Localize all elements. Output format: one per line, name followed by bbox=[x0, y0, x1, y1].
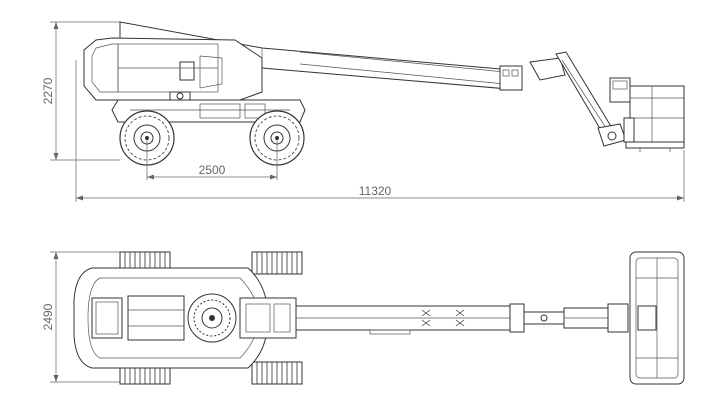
length-dimension: 11320 bbox=[75, 60, 685, 202]
slew-ring bbox=[187, 293, 237, 343]
height-dimension: 2270 bbox=[41, 21, 120, 161]
length-dimension-label: 11320 bbox=[359, 184, 392, 198]
plan-boom bbox=[295, 303, 525, 335]
plan-turret bbox=[73, 267, 269, 369]
wheelbase-dimension: 2500 bbox=[146, 140, 278, 180]
plan-jib bbox=[523, 303, 629, 333]
boom bbox=[119, 21, 523, 91]
side-view: 2270 bbox=[41, 21, 685, 202]
width-dimension: 2490 bbox=[41, 251, 120, 383]
front-wheel bbox=[119, 110, 175, 166]
wheelbase-dimension-label: 2500 bbox=[199, 163, 226, 177]
plan-chassis bbox=[239, 297, 297, 339]
platform-basket bbox=[609, 77, 685, 152]
plan-platform bbox=[629, 251, 685, 385]
height-dimension-label: 2270 bbox=[41, 77, 55, 104]
jib bbox=[529, 51, 627, 147]
plan-view: 2490 bbox=[41, 251, 685, 385]
width-dimension-label: 2490 bbox=[41, 303, 55, 330]
turret bbox=[83, 37, 263, 101]
rear-wheel bbox=[249, 110, 305, 166]
